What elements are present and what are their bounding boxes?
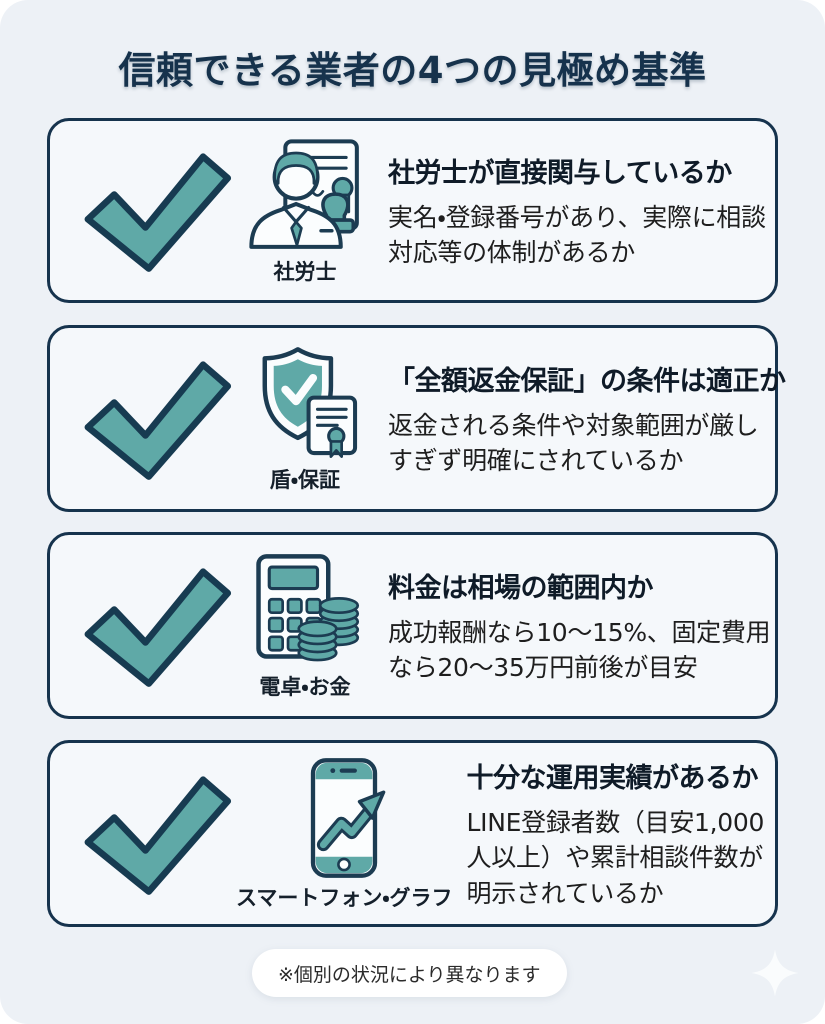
- card-refund-guarantee: 盾・保証 「全額返金保証」の条件は適正か 返金される条件や対象範囲が厳しすぎず明…: [47, 325, 786, 512]
- card-labor-consultant: 社労士 社労士が直接関与しているか 実名・登録番号があり、実際に相談対応等の体制…: [47, 118, 778, 303]
- card-text: 「全額返金保証」の条件は適正か 返金される条件や対象範囲が厳しすぎず明確にされて…: [388, 359, 786, 479]
- card-heading: 「全額返金保証」の条件は適正か: [388, 365, 786, 397]
- card-icon-column: 盾・保証: [236, 344, 374, 494]
- card-text: 社労士が直接関与しているか 実名・登録番号があり、実際に相談対応等の体制があるか: [388, 151, 775, 271]
- page-title: 信頼できる業者の4つの見極め基準: [118, 49, 707, 92]
- card-icon-column: 社労士: [236, 136, 374, 286]
- card-track-record: スマートフォン・グラフ 十分な運用実績があるか LINE登録者数（目安1,000…: [47, 740, 778, 927]
- card-description: 実名・登録番号があり、実際に相談対応等の体制があるか: [388, 202, 766, 268]
- check-icon: [78, 146, 236, 276]
- card-heading: 料金は相場の範囲内か: [388, 572, 654, 604]
- shield-guarantee-icon: [262, 346, 358, 458]
- card-description: 成功報酬なら10〜15%、固定費用なら20〜35万円前後が目安: [388, 617, 771, 683]
- check-icon: [78, 354, 236, 484]
- icon-caption: スマートフォン・グラフ: [236, 885, 453, 910]
- icon-caption: 社労士: [273, 259, 337, 284]
- footer-note: ※個別の状況により異なります: [278, 963, 541, 986]
- card-pricing: 電卓・お金 料金は相場の範囲内か 成功報酬なら10〜15%、固定費用なら20〜3…: [47, 532, 778, 719]
- icon-caption: 盾・保証: [269, 467, 341, 492]
- calculator-money-icon: [256, 553, 360, 661]
- labor-consultant-certificate-icon: [249, 138, 359, 249]
- card-description: LINE登録者数（目安1,000人以上）や累計相談件数が明示されているか: [466, 807, 765, 908]
- smartphone-graph-icon: [311, 757, 386, 878]
- footer-note-pill: ※個別の状況により異なります: [252, 949, 567, 997]
- card-icon-column: 電卓・お金: [236, 551, 374, 701]
- card-description: 返金される条件や対象範囲が厳しすぎず明確にされているか: [388, 410, 759, 476]
- check-icon: [78, 561, 236, 691]
- card-text: 十分な運用実績があるか LINE登録者数（目安1,000人以上）や累計相談件数が…: [467, 756, 775, 912]
- card-heading: 社労士が直接関与しているか: [388, 157, 732, 189]
- card-heading: 十分な運用実績があるか: [466, 762, 759, 794]
- card-text: 料金は相場の範囲内か 成功報酬なら10〜15%、固定費用なら20〜35万円前後が…: [388, 566, 775, 686]
- check-icon: [78, 769, 236, 899]
- card-icon-column: スマートフォン・グラフ: [236, 756, 453, 912]
- sparkle-icon: [751, 949, 799, 997]
- icon-caption: 電卓・お金: [259, 674, 351, 699]
